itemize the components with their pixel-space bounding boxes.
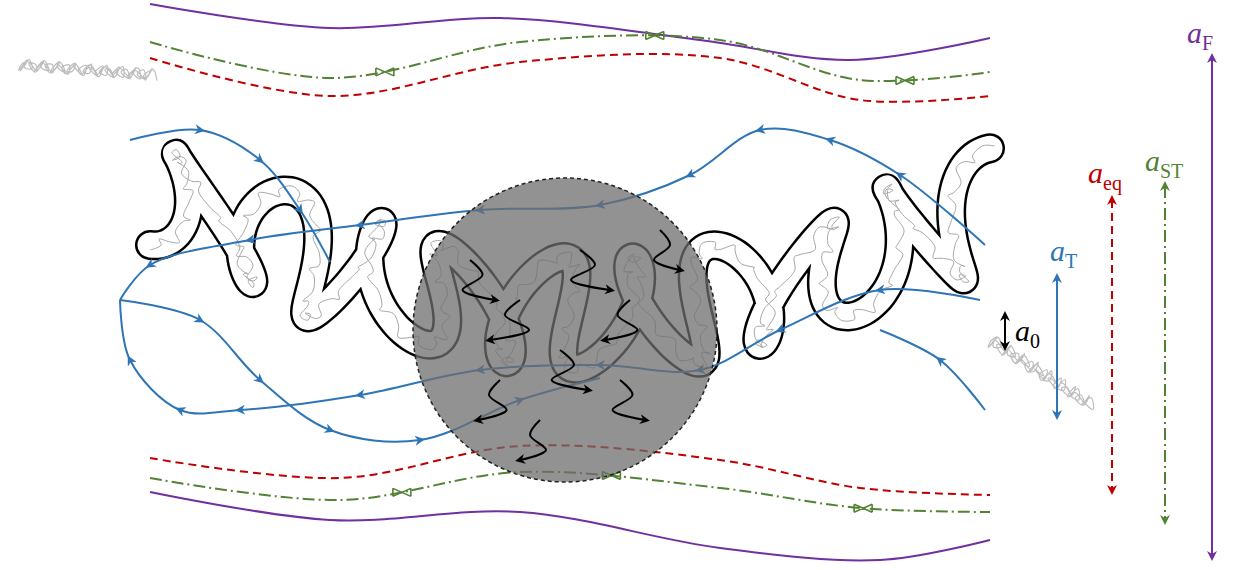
size-label: aT [1050, 236, 1077, 266]
thermal-motion-arrow [478, 380, 507, 420]
fluid-boundary [150, 492, 990, 561]
thermal-motion-arrow [520, 420, 546, 460]
spring-symbol [896, 76, 914, 84]
thermal-motion-arrow [490, 300, 529, 340]
polymer-tail [988, 337, 1093, 410]
flow-streamline [880, 330, 985, 410]
size-arrow [1004, 316, 1006, 346]
spring-symbol [646, 31, 664, 39]
thermal-motion-arrow [605, 300, 638, 340]
stokes-boundary [150, 35, 990, 81]
thermal-motion-arrow [571, 250, 610, 290]
size-label: aF [1187, 18, 1213, 48]
thermal-motion-arrow [552, 350, 588, 390]
thermal-motion-arrow [612, 380, 645, 420]
spring-symbol [376, 68, 394, 76]
size-label: aeq [1088, 158, 1122, 188]
size-arrow [1056, 278, 1058, 415]
polymer-tail [19, 60, 157, 81]
equilibrium-boundary [150, 54, 990, 102]
size-label: a0 [1015, 316, 1040, 346]
size-arrow [1211, 58, 1213, 556]
size-arrow [1164, 186, 1166, 520]
coil-region [413, 178, 717, 482]
size-label: aST [1145, 146, 1183, 176]
fluid-boundary [150, 4, 990, 60]
thermal-motion-arrow [462, 260, 495, 300]
thermal-motion-arrow [654, 230, 680, 270]
spring-symbol [393, 488, 411, 496]
flow-streamline [130, 129, 330, 262]
size-arrow [1111, 200, 1113, 490]
spring-symbol [854, 504, 872, 512]
